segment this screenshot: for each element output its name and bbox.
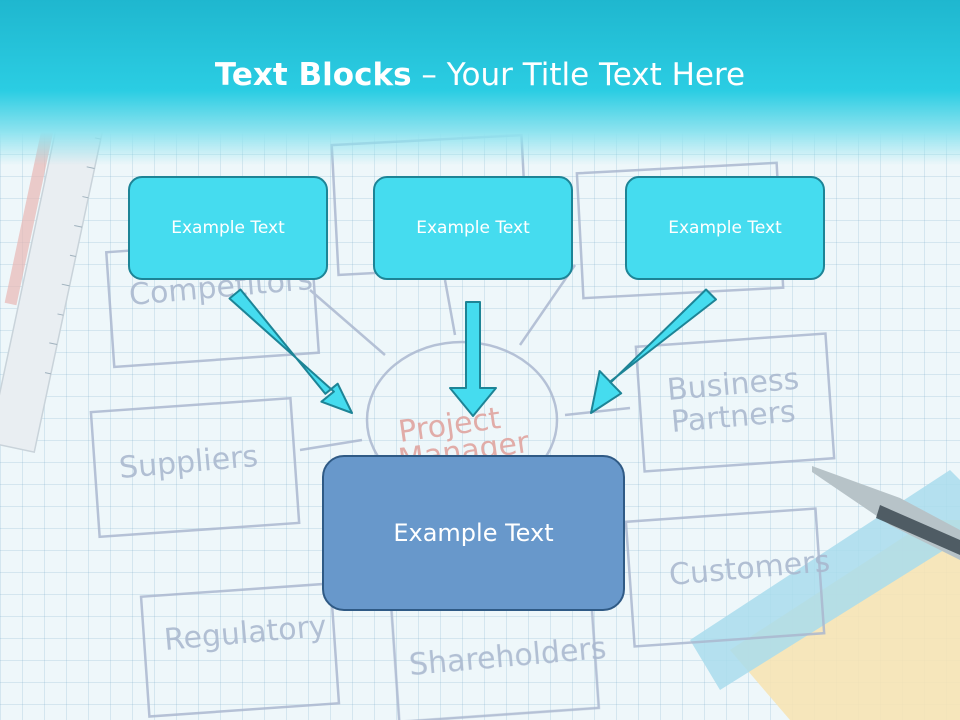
slide-title: Text Blocks – Your Title Text Here xyxy=(0,52,960,98)
title-rest: Your Title Text Here xyxy=(446,57,746,93)
text-block-top-left[interactable]: Example Text xyxy=(128,176,328,280)
text-block-center[interactable]: Example Text xyxy=(322,455,625,611)
text-block-top-center[interactable]: Example Text xyxy=(373,176,573,280)
arrow-right xyxy=(590,288,717,414)
text-block-top-right-label: Example Text xyxy=(668,218,782,238)
arrow-left xyxy=(228,288,353,414)
text-block-center-label: Example Text xyxy=(393,519,554,547)
text-block-top-left-label: Example Text xyxy=(171,218,285,238)
text-block-top-center-label: Example Text xyxy=(416,218,530,238)
title-bold: Text Blocks xyxy=(214,57,412,93)
pen-image xyxy=(812,466,960,560)
title-separator: – xyxy=(411,57,447,93)
text-block-top-right[interactable]: Example Text xyxy=(625,176,825,280)
arrow-center xyxy=(449,301,497,417)
header-band xyxy=(0,0,960,165)
